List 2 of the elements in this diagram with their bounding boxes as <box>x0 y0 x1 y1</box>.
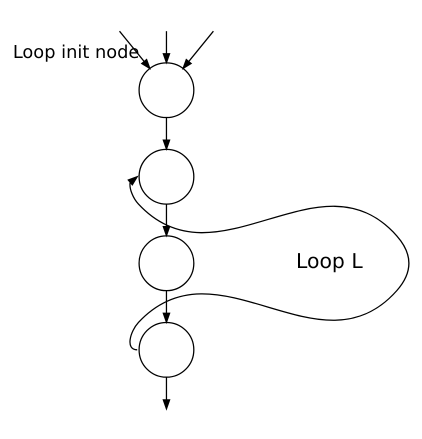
node-label: Loop init node <box>12 41 140 62</box>
label: Loop L <box>296 248 363 273</box>
